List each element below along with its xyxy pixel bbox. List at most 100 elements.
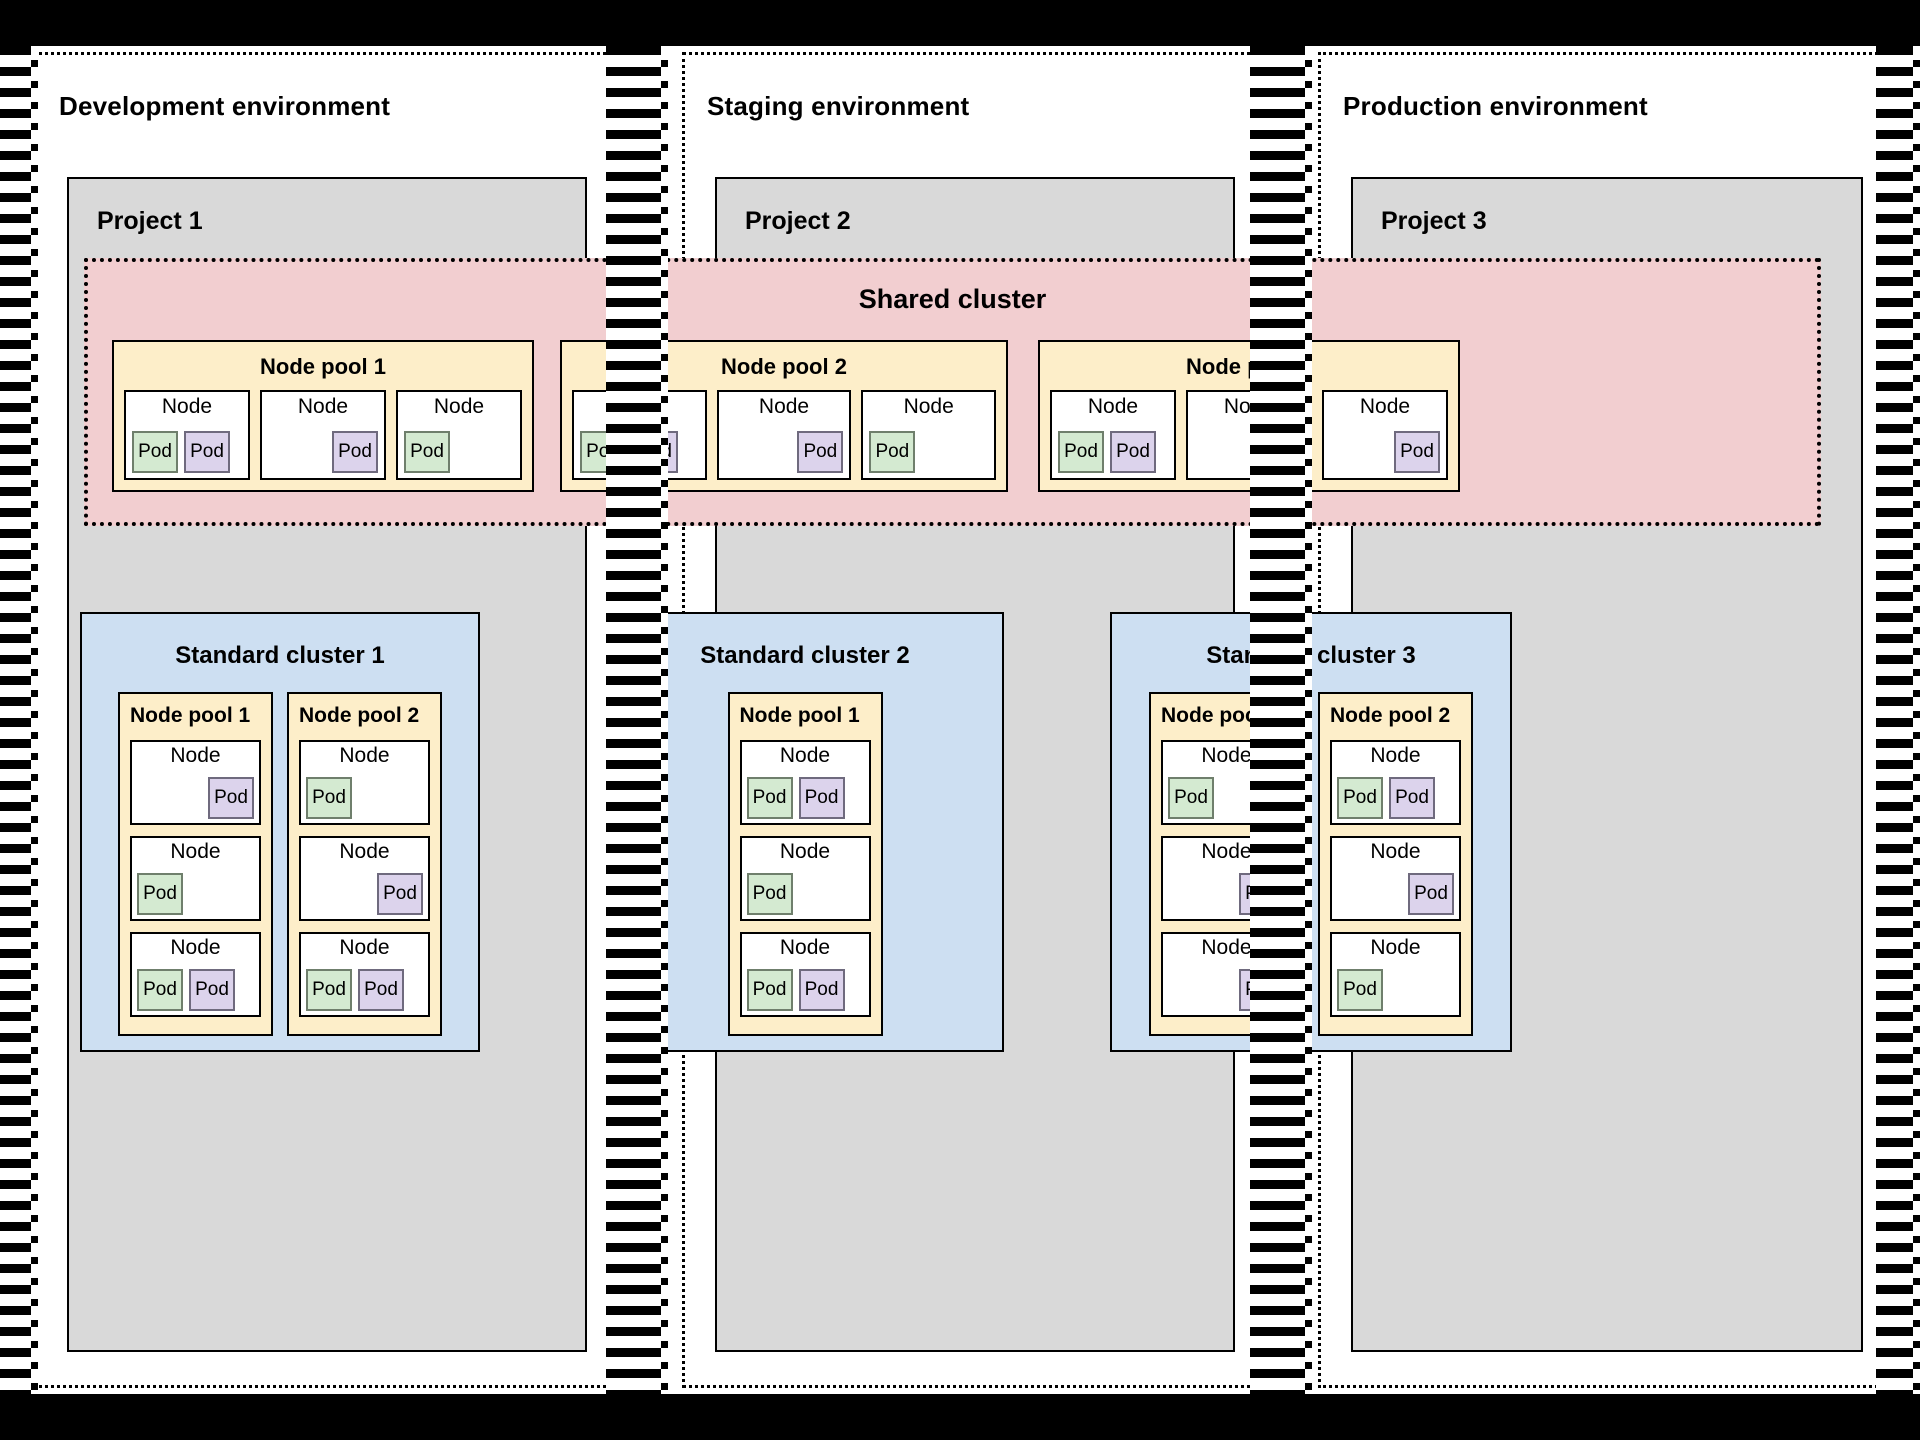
node-label: Node	[779, 840, 831, 863]
pod-purple: Pod	[1389, 777, 1435, 819]
project-title: Project 1	[97, 207, 203, 235]
node-pool-title: Node pool 1	[260, 354, 386, 379]
node-pool-title: Node pool 2	[1330, 704, 1451, 727]
pod-purple: Pod	[1408, 873, 1454, 915]
node-label: Node	[170, 744, 221, 767]
node-label: Node	[903, 395, 954, 418]
node-label: Node	[779, 936, 831, 959]
pod-purple: Pod	[189, 969, 235, 1011]
node-pool-title: Node pool 1	[739, 704, 860, 727]
pod-purple: Pod	[798, 777, 845, 819]
node-label: Node	[170, 840, 221, 863]
project-title: Project 2	[745, 207, 851, 235]
pod-list: Pod	[725, 431, 844, 473]
node-label: Node	[433, 395, 485, 418]
pod-purple: Pod	[1110, 431, 1156, 473]
node-label: Node	[1370, 936, 1421, 959]
pod-list: Pod	[869, 431, 988, 473]
pod-list: Pod	[1337, 873, 1454, 915]
pod-purple: Pod	[208, 777, 254, 819]
pod-green: Pod	[746, 969, 793, 1011]
pod-purple: Pod	[332, 431, 378, 473]
bottom-border-bar	[0, 1394, 1920, 1440]
pod-green: Pod	[306, 969, 352, 1011]
pod-green: Pod	[132, 431, 178, 473]
pod-green: Pod	[746, 777, 793, 819]
ladder-separator-right	[1876, 46, 1920, 1394]
node-label: Node	[1359, 395, 1411, 418]
pod-list: Pod	[1330, 431, 1440, 473]
standard-cluster-title: Standard cluster 2	[700, 642, 910, 669]
pod-list: Pod	[1337, 969, 1454, 1011]
node-pool-title: Node pool 1	[130, 704, 251, 727]
pod-green: Pod	[1168, 777, 1214, 819]
pod-green: Pod	[137, 873, 183, 915]
pod-list: Pod	[1168, 777, 1285, 819]
pod-green: Pod	[1337, 777, 1383, 819]
top-border-bar	[0, 0, 1920, 46]
pod-green: Pod	[137, 969, 183, 1011]
node-label: Node	[758, 395, 810, 418]
standard-cluster-title: Standard cluster 1	[175, 642, 385, 669]
node-label: Node	[779, 744, 831, 767]
pod-list: Pod	[306, 777, 423, 819]
node-label: Node	[1370, 744, 1421, 767]
ladder-separator-left	[0, 46, 38, 1394]
node-label: Node	[339, 744, 390, 767]
pod-list: Pod	[137, 873, 254, 915]
node-pool-title: Node pool 2	[299, 704, 420, 727]
shared-cluster-title: Shared cluster	[858, 284, 1047, 314]
environment-title: Staging environment	[707, 91, 970, 121]
node-label: Node	[1087, 395, 1139, 418]
pod-purple: Pod	[797, 431, 844, 473]
node-label: Node	[1201, 744, 1252, 767]
pod-green: Pod	[1058, 431, 1104, 473]
node-pool-title: Node pool 3	[1186, 354, 1312, 379]
pod-green: Pod	[869, 431, 916, 473]
node-label: Node	[1201, 840, 1252, 863]
node-label: Node	[170, 936, 221, 959]
pod-purple: Pod	[184, 431, 230, 473]
node-label: Node	[161, 395, 213, 418]
project-title: Project 3	[1381, 207, 1487, 235]
pod-list: Pod	[404, 431, 514, 473]
environment-title: Production environment	[1343, 91, 1648, 121]
node-label: Node	[339, 840, 390, 863]
pod-list: Pod	[137, 777, 254, 819]
pod-list: Pod	[268, 431, 378, 473]
